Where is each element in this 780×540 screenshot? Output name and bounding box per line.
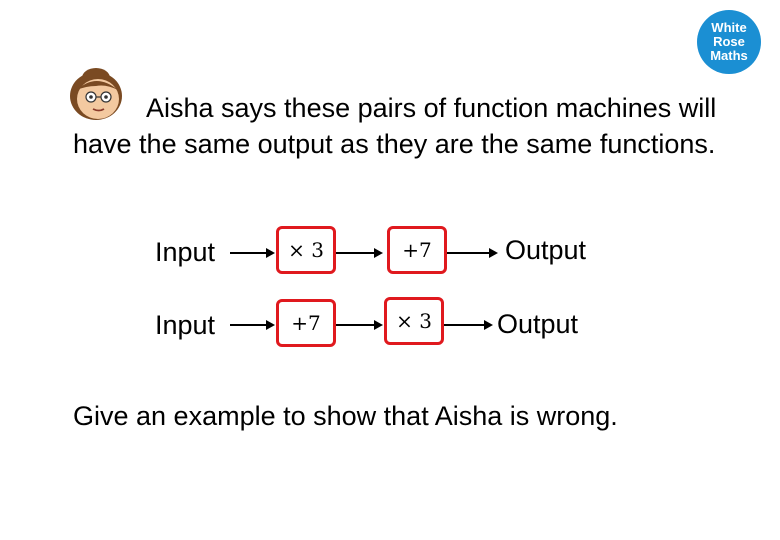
row-1-arrow-2-icon bbox=[336, 245, 384, 261]
logo-line-1: White bbox=[711, 21, 746, 35]
logo-line-3: Maths bbox=[710, 49, 748, 63]
row-2-machine-1: +7 bbox=[276, 299, 336, 347]
row-2-arrow-1-icon bbox=[230, 317, 276, 333]
row-2-arrow-2-icon bbox=[336, 317, 384, 333]
question-text: Give an example to show that Aisha is wr… bbox=[73, 398, 618, 434]
logo-line-2: Rose bbox=[713, 35, 745, 49]
row-1-input-label: Input bbox=[155, 237, 215, 267]
row-2-input-label: Input bbox=[155, 310, 215, 340]
row-1-machine-1: × 3 bbox=[276, 226, 336, 274]
row-1-output-label: Output bbox=[505, 235, 586, 265]
prompt-text: Aisha says these pairs of function machi… bbox=[73, 90, 733, 162]
row-1-arrow-1-icon bbox=[230, 245, 276, 261]
row-2-machine-2: × 3 bbox=[384, 297, 444, 345]
row-2-output-label: Output bbox=[497, 309, 578, 339]
row-1-arrow-3-icon bbox=[447, 245, 499, 261]
row-1-machine-2: +7 bbox=[387, 226, 447, 274]
row-2-arrow-3-icon bbox=[444, 317, 494, 333]
white-rose-maths-logo: White Rose Maths bbox=[697, 10, 761, 74]
